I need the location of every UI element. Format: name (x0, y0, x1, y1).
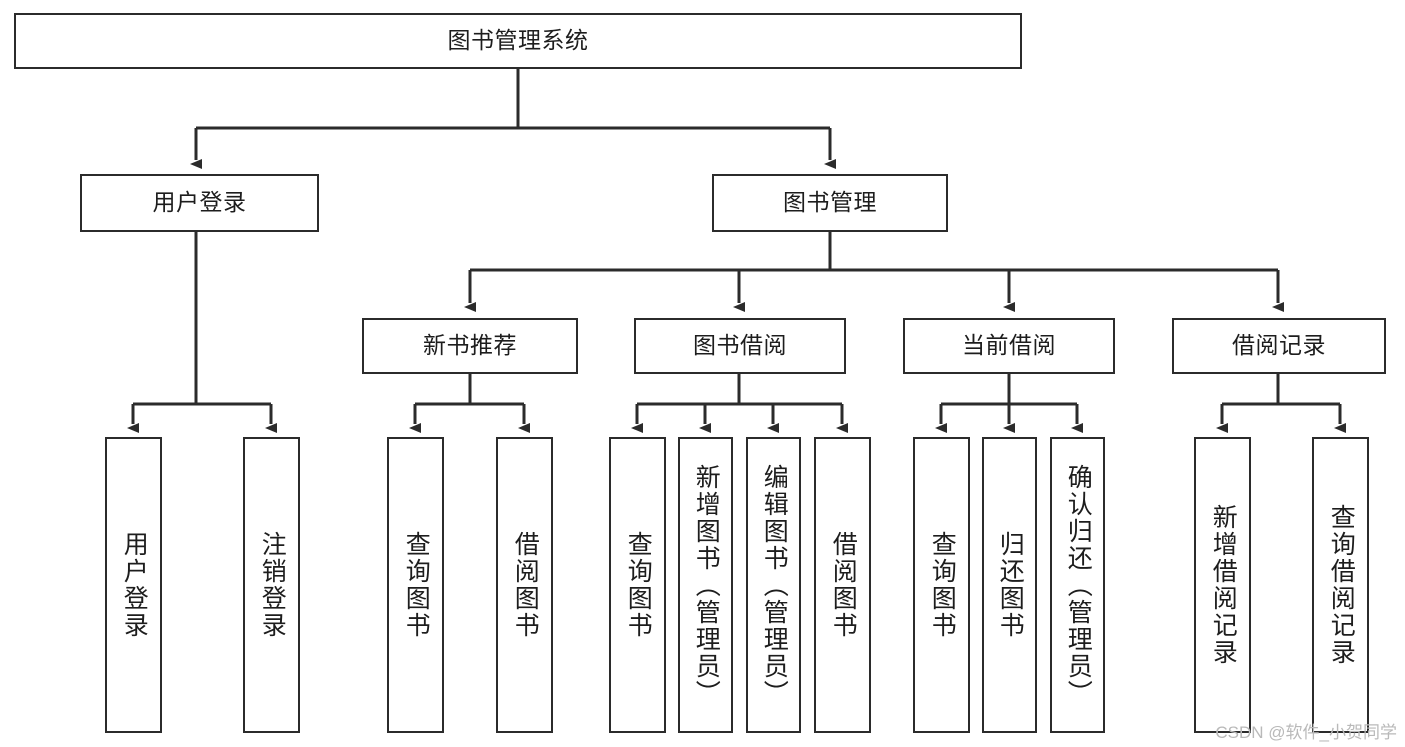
connector-login-to-leaves (127, 232, 277, 433)
node-book-borrow-label: 图书借阅 (693, 332, 787, 359)
leaf-user-login-label: 用户登录 (120, 531, 149, 639)
node-book-borrow[interactable]: 图书借阅 (634, 318, 846, 374)
node-user-login-label: 用户登录 (152, 189, 247, 216)
leaf-query-borrow-record-label: 查询借阅记录 (1327, 504, 1356, 666)
leaf-query-books-borrow-label: 查询图书 (624, 531, 653, 639)
node-root-system-label: 图书管理系统 (447, 27, 589, 54)
node-root-system[interactable]: 图书管理系统 (14, 13, 1022, 69)
leaf-borrow-books-borrow-label: 借阅图书 (829, 531, 858, 639)
leaf-edit-book-admin[interactable]: 编辑图书（管理员） (746, 437, 801, 733)
node-new-book-recommend-label: 新书推荐 (423, 332, 517, 359)
leaf-query-books-current[interactable]: 查询图书 (913, 437, 970, 733)
leaf-query-books-borrow[interactable]: 查询图书 (609, 437, 666, 733)
node-book-management-label: 图书管理 (783, 189, 877, 216)
leaf-query-books-current-label: 查询图书 (928, 531, 957, 639)
connector-records-to-leaves (1216, 374, 1346, 433)
leaf-borrow-books-newbooks-label: 借阅图书 (511, 531, 540, 639)
leaf-confirm-return-admin-label: 确认归还（管理员） (1064, 463, 1093, 707)
node-current-borrow[interactable]: 当前借阅 (903, 318, 1115, 374)
connector-root-to-level2 (190, 69, 836, 169)
leaf-add-borrow-record[interactable]: 新增借阅记录 (1194, 437, 1251, 733)
node-current-borrow-label: 当前借阅 (962, 332, 1056, 359)
node-borrow-records-label: 借阅记录 (1232, 332, 1326, 359)
leaf-borrow-books-newbooks[interactable]: 借阅图书 (496, 437, 553, 733)
leaf-add-book-admin-label: 新增图书（管理员） (692, 463, 721, 707)
leaf-add-book-admin[interactable]: 新增图书（管理员） (678, 437, 733, 733)
connector-borrow-to-leaves (631, 374, 848, 433)
leaf-return-books[interactable]: 归还图书 (982, 437, 1037, 733)
connector-current-to-leaves (935, 374, 1083, 433)
leaf-confirm-return-admin[interactable]: 确认归还（管理员） (1050, 437, 1105, 733)
leaf-query-borrow-record[interactable]: 查询借阅记录 (1312, 437, 1369, 733)
node-new-book-recommend[interactable]: 新书推荐 (362, 318, 578, 374)
leaf-add-borrow-record-label: 新增借阅记录 (1209, 504, 1238, 666)
leaf-return-books-label: 归还图书 (996, 531, 1025, 639)
connector-newbooks-to-leaves (409, 374, 530, 433)
leaf-query-books-newbooks-label: 查询图书 (402, 531, 431, 639)
node-user-login[interactable]: 用户登录 (80, 174, 319, 232)
leaf-logout[interactable]: 注销登录 (243, 437, 300, 733)
leaf-borrow-books-borrow[interactable]: 借阅图书 (814, 437, 871, 733)
leaf-query-books-newbooks[interactable]: 查询图书 (387, 437, 444, 733)
node-borrow-records[interactable]: 借阅记录 (1172, 318, 1386, 374)
node-book-management[interactable]: 图书管理 (712, 174, 948, 232)
leaf-edit-book-admin-label: 编辑图书（管理员） (760, 463, 789, 707)
connector-books-to-level3 (464, 232, 1284, 312)
leaf-logout-label: 注销登录 (258, 531, 287, 639)
leaf-user-login[interactable]: 用户登录 (105, 437, 162, 733)
